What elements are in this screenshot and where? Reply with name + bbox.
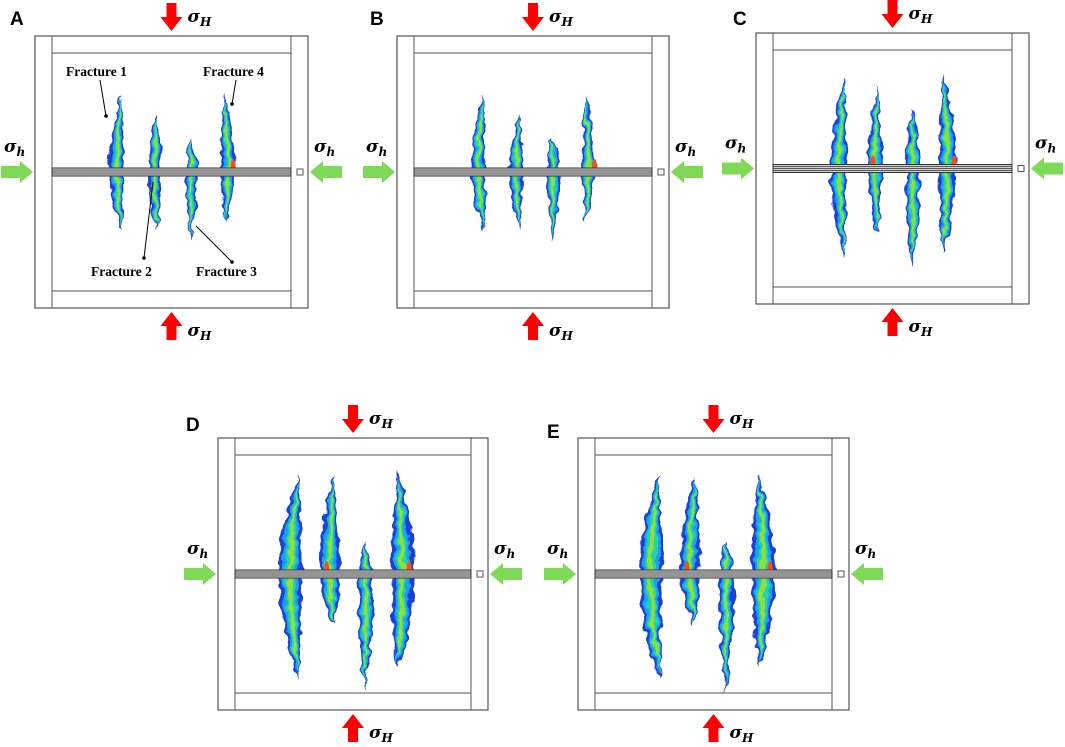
- panel-d: σH σH σh σh D: [184, 405, 522, 745]
- wellbore-end-marker: [1017, 165, 1025, 172]
- sigma-H-bottom-label: σH: [549, 321, 574, 343]
- wellbore-end-marker: [657, 168, 665, 176]
- sigma-h-left-label: σh: [187, 539, 208, 561]
- annotation-leader-line: [195, 225, 233, 263]
- sigma-h-left-arrow: [184, 563, 216, 585]
- panel-label: B: [370, 9, 384, 30]
- fracture-2-zone: [687, 485, 695, 620]
- sigma-h-right-label: σh: [494, 539, 515, 561]
- fracture-set: [470, 94, 597, 242]
- sigma-h-left-arrow: [544, 563, 576, 585]
- sigma-H-top-arrow: [160, 3, 183, 31]
- wellbore: [51, 167, 304, 177]
- annotation-leader-line: [231, 79, 237, 105]
- wellbore: [594, 569, 845, 579]
- fracture-3-zone: [724, 545, 729, 680]
- fracture-3-zone: [911, 116, 915, 257]
- annotation-arrowhead: [104, 114, 108, 118]
- sigma-h-right-arrow: [490, 563, 522, 585]
- fracture-3-zone: [551, 140, 555, 235]
- sigma-h-left-label: σh: [4, 137, 25, 159]
- panel-b: σH σH σh σh B: [363, 3, 703, 343]
- sigma-h-right-arrow: [851, 563, 883, 585]
- panel-e: σH σH σh σh E: [544, 405, 883, 745]
- wellbore: [413, 167, 665, 177]
- sigma-H-bottom-arrow: [160, 312, 183, 340]
- fracture-annotations: Fracture 1 Fracture 4 Fracture 2 Fractur…: [66, 64, 264, 279]
- wellbore: [772, 164, 1025, 173]
- fracture-1-zone: [287, 485, 299, 668]
- sigma-h-right-arrow: [310, 161, 342, 183]
- wellbore: [234, 569, 484, 579]
- sigma-h-left-label: σh: [547, 539, 568, 561]
- sigma-H-bottom-arrow: [702, 714, 725, 742]
- fracture-2-label: Fracture 2: [91, 264, 152, 279]
- fracture-3-zone: [190, 140, 194, 235]
- fracture-4-zone: [585, 102, 591, 218]
- sigma-h-right-arrow: [1031, 157, 1063, 180]
- fracture-4-zone: [942, 82, 950, 243]
- fracture-2-zone: [872, 94, 879, 226]
- sigma-H-bottom-label: σH: [730, 723, 755, 745]
- wellbore-end-marker: [296, 168, 304, 176]
- sigma-H-top-label: σH: [730, 409, 755, 431]
- panel-label: D: [186, 415, 200, 436]
- sigma-h-left-arrow: [363, 161, 395, 183]
- sigma-H-top-label: σH: [909, 4, 934, 26]
- sigma-h-right-label: σh: [855, 539, 876, 561]
- sigma-h-right-arrow: [671, 161, 703, 183]
- sigma-h-left-arrow: [1, 161, 33, 183]
- sigma-H-top-label: σH: [549, 7, 574, 29]
- wellbore-end-marker: [837, 570, 845, 578]
- sigma-h-left-arrow: [722, 157, 754, 180]
- sigma-h-left-label: σh: [725, 134, 746, 156]
- sigma-h-right-label: σh: [314, 137, 335, 159]
- panel-a: σH σH σh σh A: [1, 3, 342, 343]
- sigma-H-top-label: σH: [188, 7, 213, 29]
- sigma-H-bottom-label: σH: [188, 321, 213, 343]
- sigma-H-bottom-arrow: [522, 312, 544, 340]
- fracture-1-zone: [648, 485, 659, 668]
- fracture-2-zone: [327, 485, 335, 620]
- fracture-3-label: Fracture 3: [196, 264, 257, 279]
- fracture-1-zone: [836, 87, 845, 250]
- sigma-H-bottom-label: σH: [369, 723, 394, 745]
- sigma-h-right-label: σh: [1035, 134, 1056, 156]
- fracture-3-zone: [364, 545, 368, 680]
- sigma-H-top-arrow: [881, 0, 904, 28]
- panel-label: E: [547, 422, 560, 443]
- annotation-leader-line: [99, 79, 107, 117]
- sigma-H-top-arrow: [702, 405, 725, 433]
- sigma-H-bottom-label: σH: [909, 317, 934, 339]
- wellbore-end-marker: [476, 570, 484, 578]
- annotation-arrowhead: [230, 102, 234, 106]
- sigma-h-left-label: σh: [366, 137, 387, 159]
- panel-label: C: [733, 9, 747, 30]
- sigma-H-top-arrow: [522, 3, 544, 31]
- sigma-H-top-arrow: [342, 405, 364, 433]
- panel-c: σH σH σh σh C: [722, 0, 1063, 339]
- fracture-1-zone: [476, 102, 484, 225]
- sigma-h-right-label: σh: [675, 137, 696, 159]
- annotation-leader-line: [143, 181, 154, 259]
- fracture-1-label: Fracture 1: [66, 64, 127, 79]
- annotation-arrowhead: [142, 256, 146, 260]
- sigma-H-top-label: σH: [369, 409, 394, 431]
- fracture-1-zone: [114, 102, 122, 225]
- sigma-H-bottom-arrow: [342, 714, 364, 742]
- fracture-4-zone: [224, 102, 230, 218]
- sigma-H-bottom-arrow: [881, 308, 904, 336]
- annotation-arrowhead: [230, 260, 234, 264]
- panel-label: A: [10, 9, 24, 30]
- fracture-4-label: Fracture 4: [203, 64, 264, 79]
